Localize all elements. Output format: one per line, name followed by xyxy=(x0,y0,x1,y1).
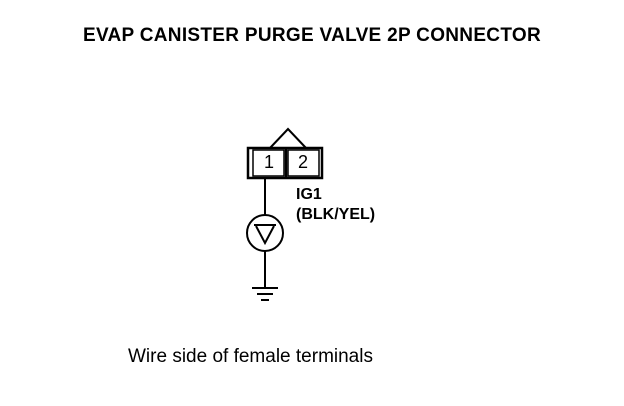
terminal-2-wire-color-label: (BLK/YEL) xyxy=(296,206,376,223)
connector-lock-tab xyxy=(269,127,307,149)
terminal-1-cavity xyxy=(252,149,285,177)
diagram-caption: Wire side of female terminals xyxy=(128,346,373,367)
ground-icon xyxy=(252,287,278,301)
terminal-1-number: 1 xyxy=(263,152,274,172)
terminal-2-cavity xyxy=(287,149,320,177)
diagram-title: EVAP CANISTER PURGE VALVE 2P CONNECTOR xyxy=(83,25,541,46)
voltmeter-icon xyxy=(246,214,284,252)
terminal-2-signal-label: IG1 xyxy=(296,186,322,203)
terminal-2-number: 2 xyxy=(297,152,308,172)
